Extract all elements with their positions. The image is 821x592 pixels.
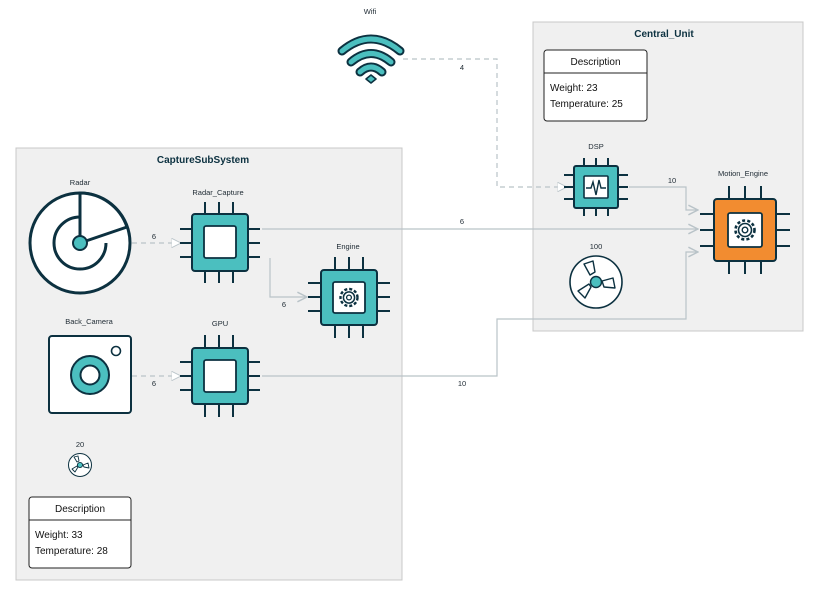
- node-dsp[interactable]: DSP: [564, 142, 628, 216]
- radar-icon: [28, 191, 132, 295]
- description-box-central: Description Weight: 23 Temperature: 25: [543, 49, 648, 122]
- node-fan-central-label: 100: [590, 242, 603, 251]
- edge-wifi-dsp[interactable]: 4: [403, 58, 566, 187]
- chip-icon: [180, 335, 260, 417]
- node-fan-capture[interactable]: 20: [68, 440, 92, 477]
- node-fan-central[interactable]: 100: [569, 242, 623, 309]
- fan-icon: [68, 453, 92, 477]
- edge-camera-gpu[interactable]: 6: [132, 376, 180, 388]
- camera-icon: [48, 335, 132, 414]
- node-engine-label: Engine: [336, 242, 359, 251]
- node-back-camera[interactable]: Back_Camera: [48, 317, 132, 414]
- description-temperature: Temperature: 28: [35, 546, 108, 557]
- description-weight: Weight: 33: [35, 530, 83, 541]
- edge-radarcapture-motion[interactable]: 6: [262, 217, 698, 229]
- description-header: Description: [55, 504, 105, 515]
- edge-label-gpu-motion: 10: [458, 379, 466, 388]
- node-radar-label: Radar: [70, 178, 91, 187]
- group-central-unit-title: Central_Unit: [634, 29, 694, 40]
- description-header: Description: [570, 57, 620, 68]
- edge-gpu-motion[interactable]: 10: [262, 252, 698, 388]
- node-wifi-label: Wifi: [364, 7, 377, 16]
- chip-gear-icon: [308, 257, 390, 338]
- edge-label-wifi-dsp: 4: [460, 63, 464, 72]
- node-gpu[interactable]: GPU: [180, 319, 260, 417]
- fan-icon: [569, 255, 623, 309]
- node-radar[interactable]: Radar: [28, 178, 132, 295]
- edge-label-dsp-motion: 10: [668, 176, 676, 185]
- edge-radar-radarcapture[interactable]: 6: [132, 232, 180, 243]
- edge-radarcapture-engine[interactable]: 6: [269, 258, 307, 309]
- edge-label-radarcapture-engine: 6: [282, 300, 286, 309]
- node-motion-engine-label: Motion_Engine: [718, 169, 768, 178]
- node-radar-capture-label: Radar_Capture: [192, 188, 243, 197]
- edge-label-camera-gpu: 6: [152, 379, 156, 388]
- node-back-camera-label: Back_Camera: [65, 317, 113, 326]
- node-dsp-label: DSP: [588, 142, 603, 151]
- node-fan-capture-label: 20: [76, 440, 84, 449]
- chip-gear-icon: [700, 186, 790, 274]
- chip-waveform-icon: [564, 158, 628, 216]
- node-wifi[interactable]: Wifi: [337, 7, 405, 84]
- edge-dsp-motion[interactable]: 10: [629, 176, 698, 210]
- description-weight: Weight: 23: [550, 83, 598, 94]
- node-motion-engine[interactable]: Motion_Engine: [700, 169, 790, 274]
- description-temperature: Temperature: 25: [550, 99, 623, 110]
- node-gpu-label: GPU: [212, 319, 228, 328]
- chip-icon: [180, 202, 260, 283]
- edge-label-radar-radarcapture: 6: [152, 232, 156, 241]
- node-engine[interactable]: Engine: [308, 242, 390, 338]
- node-radar-capture[interactable]: Radar_Capture: [180, 188, 260, 283]
- group-capture-subsystem-title: CaptureSubSystem: [157, 155, 249, 166]
- edge-label-radarcapture-motion: 6: [460, 217, 464, 226]
- wifi-icon: [337, 34, 405, 84]
- description-box-capture: Description Weight: 33 Temperature: 28: [28, 496, 132, 569]
